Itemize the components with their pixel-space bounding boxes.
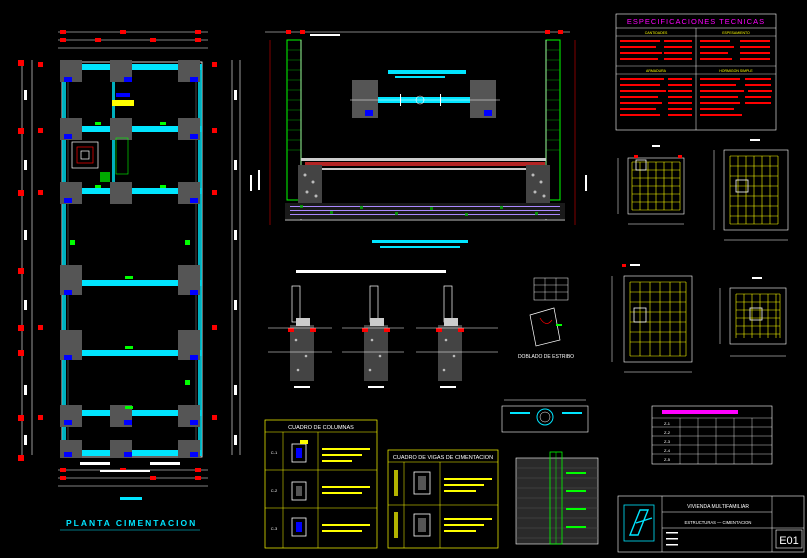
wall-detail — [515, 451, 599, 545]
project-name: VIVIENDA MULTIFAMILIAR — [687, 504, 749, 510]
small-row-5: Z-5 — [664, 457, 671, 462]
small-row-1: Z-1 — [664, 421, 671, 426]
specs-table: ESPECIFICACIONES TECNICAS CANTIDADES ESP… — [615, 13, 777, 131]
title-block: VIVIENDA MULTIFAMILIAR ESTRUCTURAS — CIM… — [617, 495, 805, 553]
stirrup-detail — [529, 277, 569, 347]
specs-col-right: ESPESAMIENTO — [722, 31, 750, 35]
specs-col-left: CANTIDADES — [645, 31, 668, 35]
column-row-3: C-3 — [271, 526, 278, 531]
drawing-content: ESTRUCTURAS — CIMENTACION — [685, 520, 752, 525]
footing-details — [611, 139, 789, 373]
small-table: Z-1 Z-2 Z-3 Z-4 Z-5 — [651, 405, 773, 465]
column-sections — [268, 270, 498, 388]
stirrup-label: DOBLADO DE ESTRIBO — [518, 354, 574, 360]
columns-table: CUADRO DE COLUMNAS C-1 C-2 C-3 — [264, 419, 378, 549]
small-row-3: Z-3 — [664, 439, 671, 444]
small-row-2: Z-2 — [664, 430, 671, 435]
company-logo-icon — [628, 509, 653, 536]
beams-table: CUADRO DE VIGAS DE CIMENTACION — [387, 449, 499, 549]
circle-detail — [501, 399, 589, 433]
plan-title: PLANTA CIMENTACION — [66, 518, 197, 528]
foundation-plan — [18, 30, 241, 500]
foundation-section — [250, 30, 587, 248]
specs-sub-right: HORMIGON SIMPLE — [719, 69, 753, 73]
beams-table-title: CUADRO DE VIGAS DE CIMENTACION — [393, 455, 493, 461]
column-row-1: C-1 — [271, 450, 278, 455]
specs-sub-left: ARMADURA — [646, 69, 667, 73]
sheet-number: E01 — [779, 535, 799, 547]
column-row-2: C-2 — [271, 488, 278, 493]
specs-title: ESPECIFICACIONES TECNICAS — [627, 17, 765, 26]
columns-table-title: CUADRO DE COLUMNAS — [288, 425, 354, 431]
small-row-4: Z-4 — [664, 448, 671, 453]
